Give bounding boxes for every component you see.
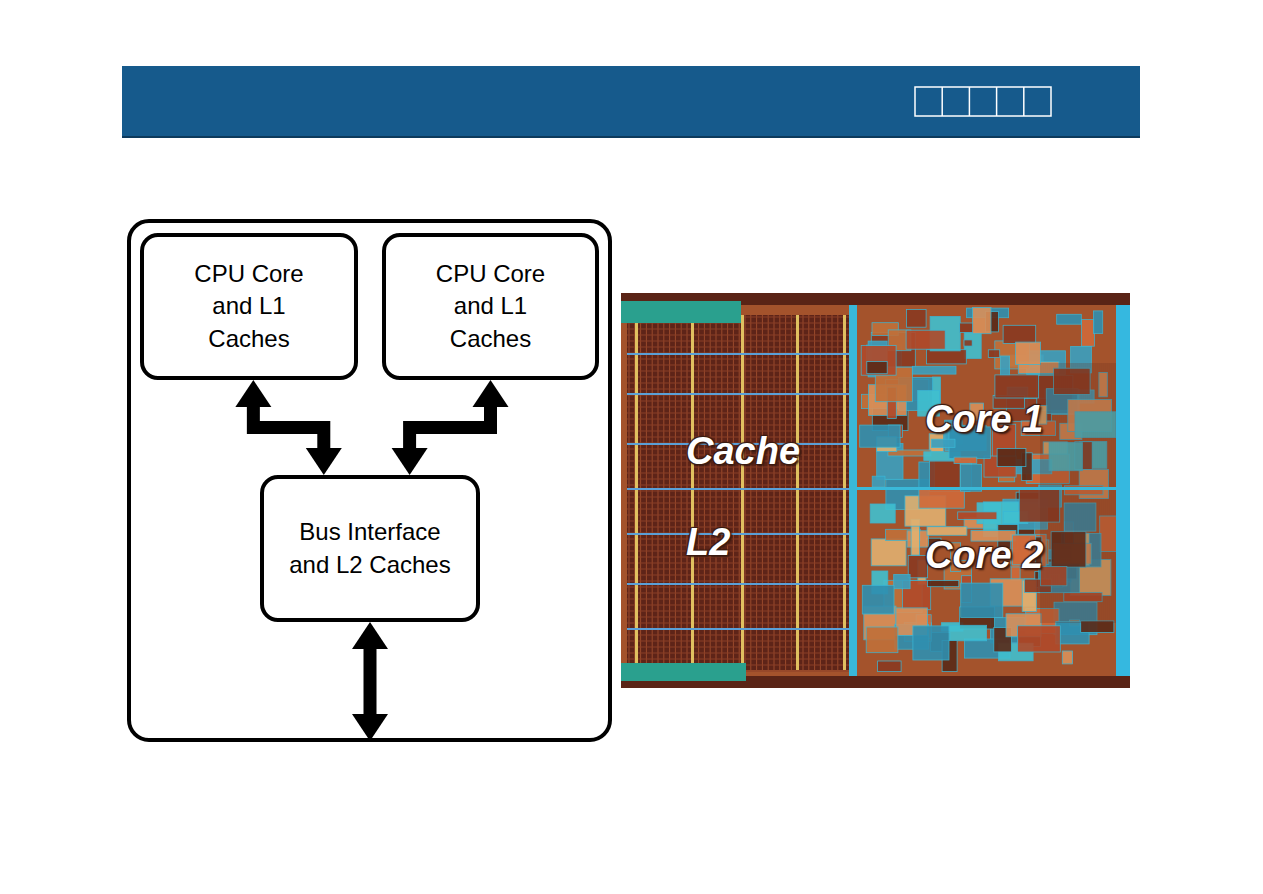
bus-interface-box: Bus Interface and L2 Caches: [260, 475, 480, 622]
die-photo: [621, 293, 1130, 688]
die-label: Cache: [686, 432, 800, 470]
external-bus-arrow: [352, 622, 388, 741]
box-text: Bus Interface and L2 Caches: [282, 516, 458, 581]
cpu-core-box: CPU Core and L1 Caches: [382, 233, 599, 380]
bus-arrow: [392, 380, 509, 475]
die-label: Core 2: [925, 536, 1043, 574]
die-label: Core 1: [925, 400, 1043, 438]
cpu-core-box: CPU Core and L1 Caches: [140, 233, 358, 380]
box-text: CPU Core and L1 Caches: [182, 258, 316, 356]
die-label: L2: [686, 523, 730, 561]
bus-arrow: [235, 380, 341, 475]
box-text: CPU Core and L1 Caches: [424, 258, 558, 356]
